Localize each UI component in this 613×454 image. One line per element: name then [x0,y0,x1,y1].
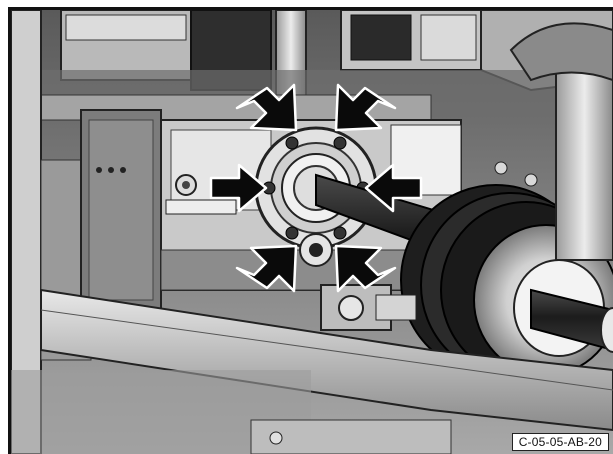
lower-connector [320,284,417,331]
arrow-right-icon [364,163,423,213]
arrow-bottom-left-icon [235,244,298,293]
arrow-top-right-icon [334,83,397,132]
bolt [285,226,299,240]
technical-illustration: C-05-05-AB-20 [8,7,613,454]
bolt [333,136,347,150]
right-strut [509,22,613,261]
indicator-arrows [209,83,423,293]
upper-engine-components [11,10,613,121]
drivetrain-drawing [11,10,613,454]
figure-code-label: C-05-05-AB-20 [511,433,609,451]
bolt [285,136,299,150]
arrow-left-icon [209,163,268,213]
lower-pulley [299,233,333,267]
subframe-beam [11,288,613,454]
arrow-top-left-icon [235,83,298,132]
bolt [333,226,347,240]
arrow-bottom-right-icon [334,244,397,293]
